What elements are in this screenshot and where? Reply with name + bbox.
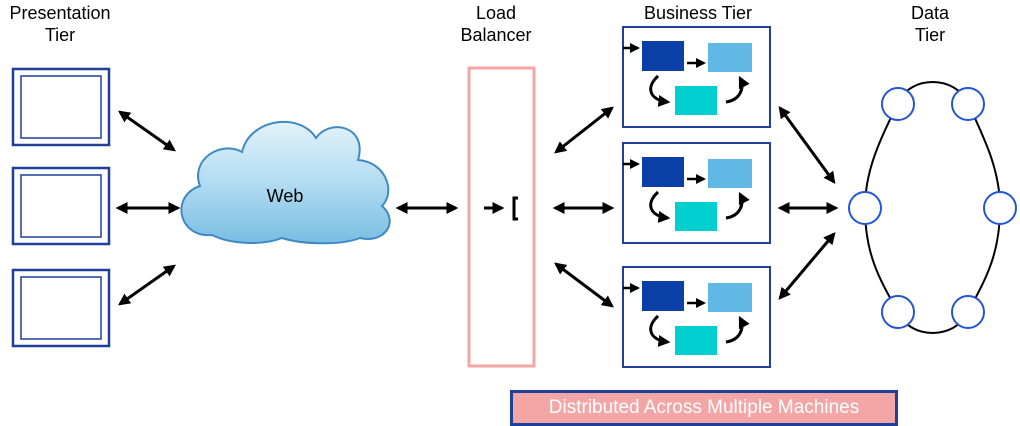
client-screen-top [11,67,111,147]
load-balancer-box [467,66,536,368]
client-screen-middle [11,166,111,246]
data-tier-label: Data Tier [890,2,970,46]
presentation-tier-label: Presentation Tier [0,2,125,46]
data-node-4 [983,191,1017,225]
data-node-3 [848,191,882,225]
distributed-banner: Distributed Across Multiple Machines [510,390,898,426]
data-tier-line1: Data [910,3,950,23]
data-node-2 [951,87,985,121]
arrow-business-top-data [778,106,836,184]
web-cloud-icon [180,121,391,245]
data-cluster-ring [863,81,1002,334]
arrow-lb-business-top [554,106,614,154]
load-balancer-label: Load Balancer [440,2,552,46]
web-label: Web [267,186,304,206]
business-server-middle [622,142,771,244]
business-tier-label: Business Tier [620,2,776,24]
data-node-5 [881,295,915,329]
data-node-6 [951,295,985,329]
business-tier-title: Business Tier [643,3,753,23]
client-screen-bottom [11,268,111,348]
load-balancer-symbol-icon [484,196,518,221]
data-tier-line2: Tier [914,25,946,45]
arrow-client-top-web [118,110,176,152]
load-balancer-line2: Balancer [460,25,532,45]
business-server-top [622,26,771,128]
business-server-bottom [622,266,771,368]
arrow-business-bottom-data [778,232,836,300]
data-node-1 [881,87,915,121]
presentation-tier-line2: Tier [44,25,76,45]
presentation-tier-line1: Presentation [9,3,111,23]
arrow-lb-business-bottom [554,262,614,308]
load-balancer-line1: Load [475,3,517,23]
arrow-client-bottom-web [118,264,176,306]
